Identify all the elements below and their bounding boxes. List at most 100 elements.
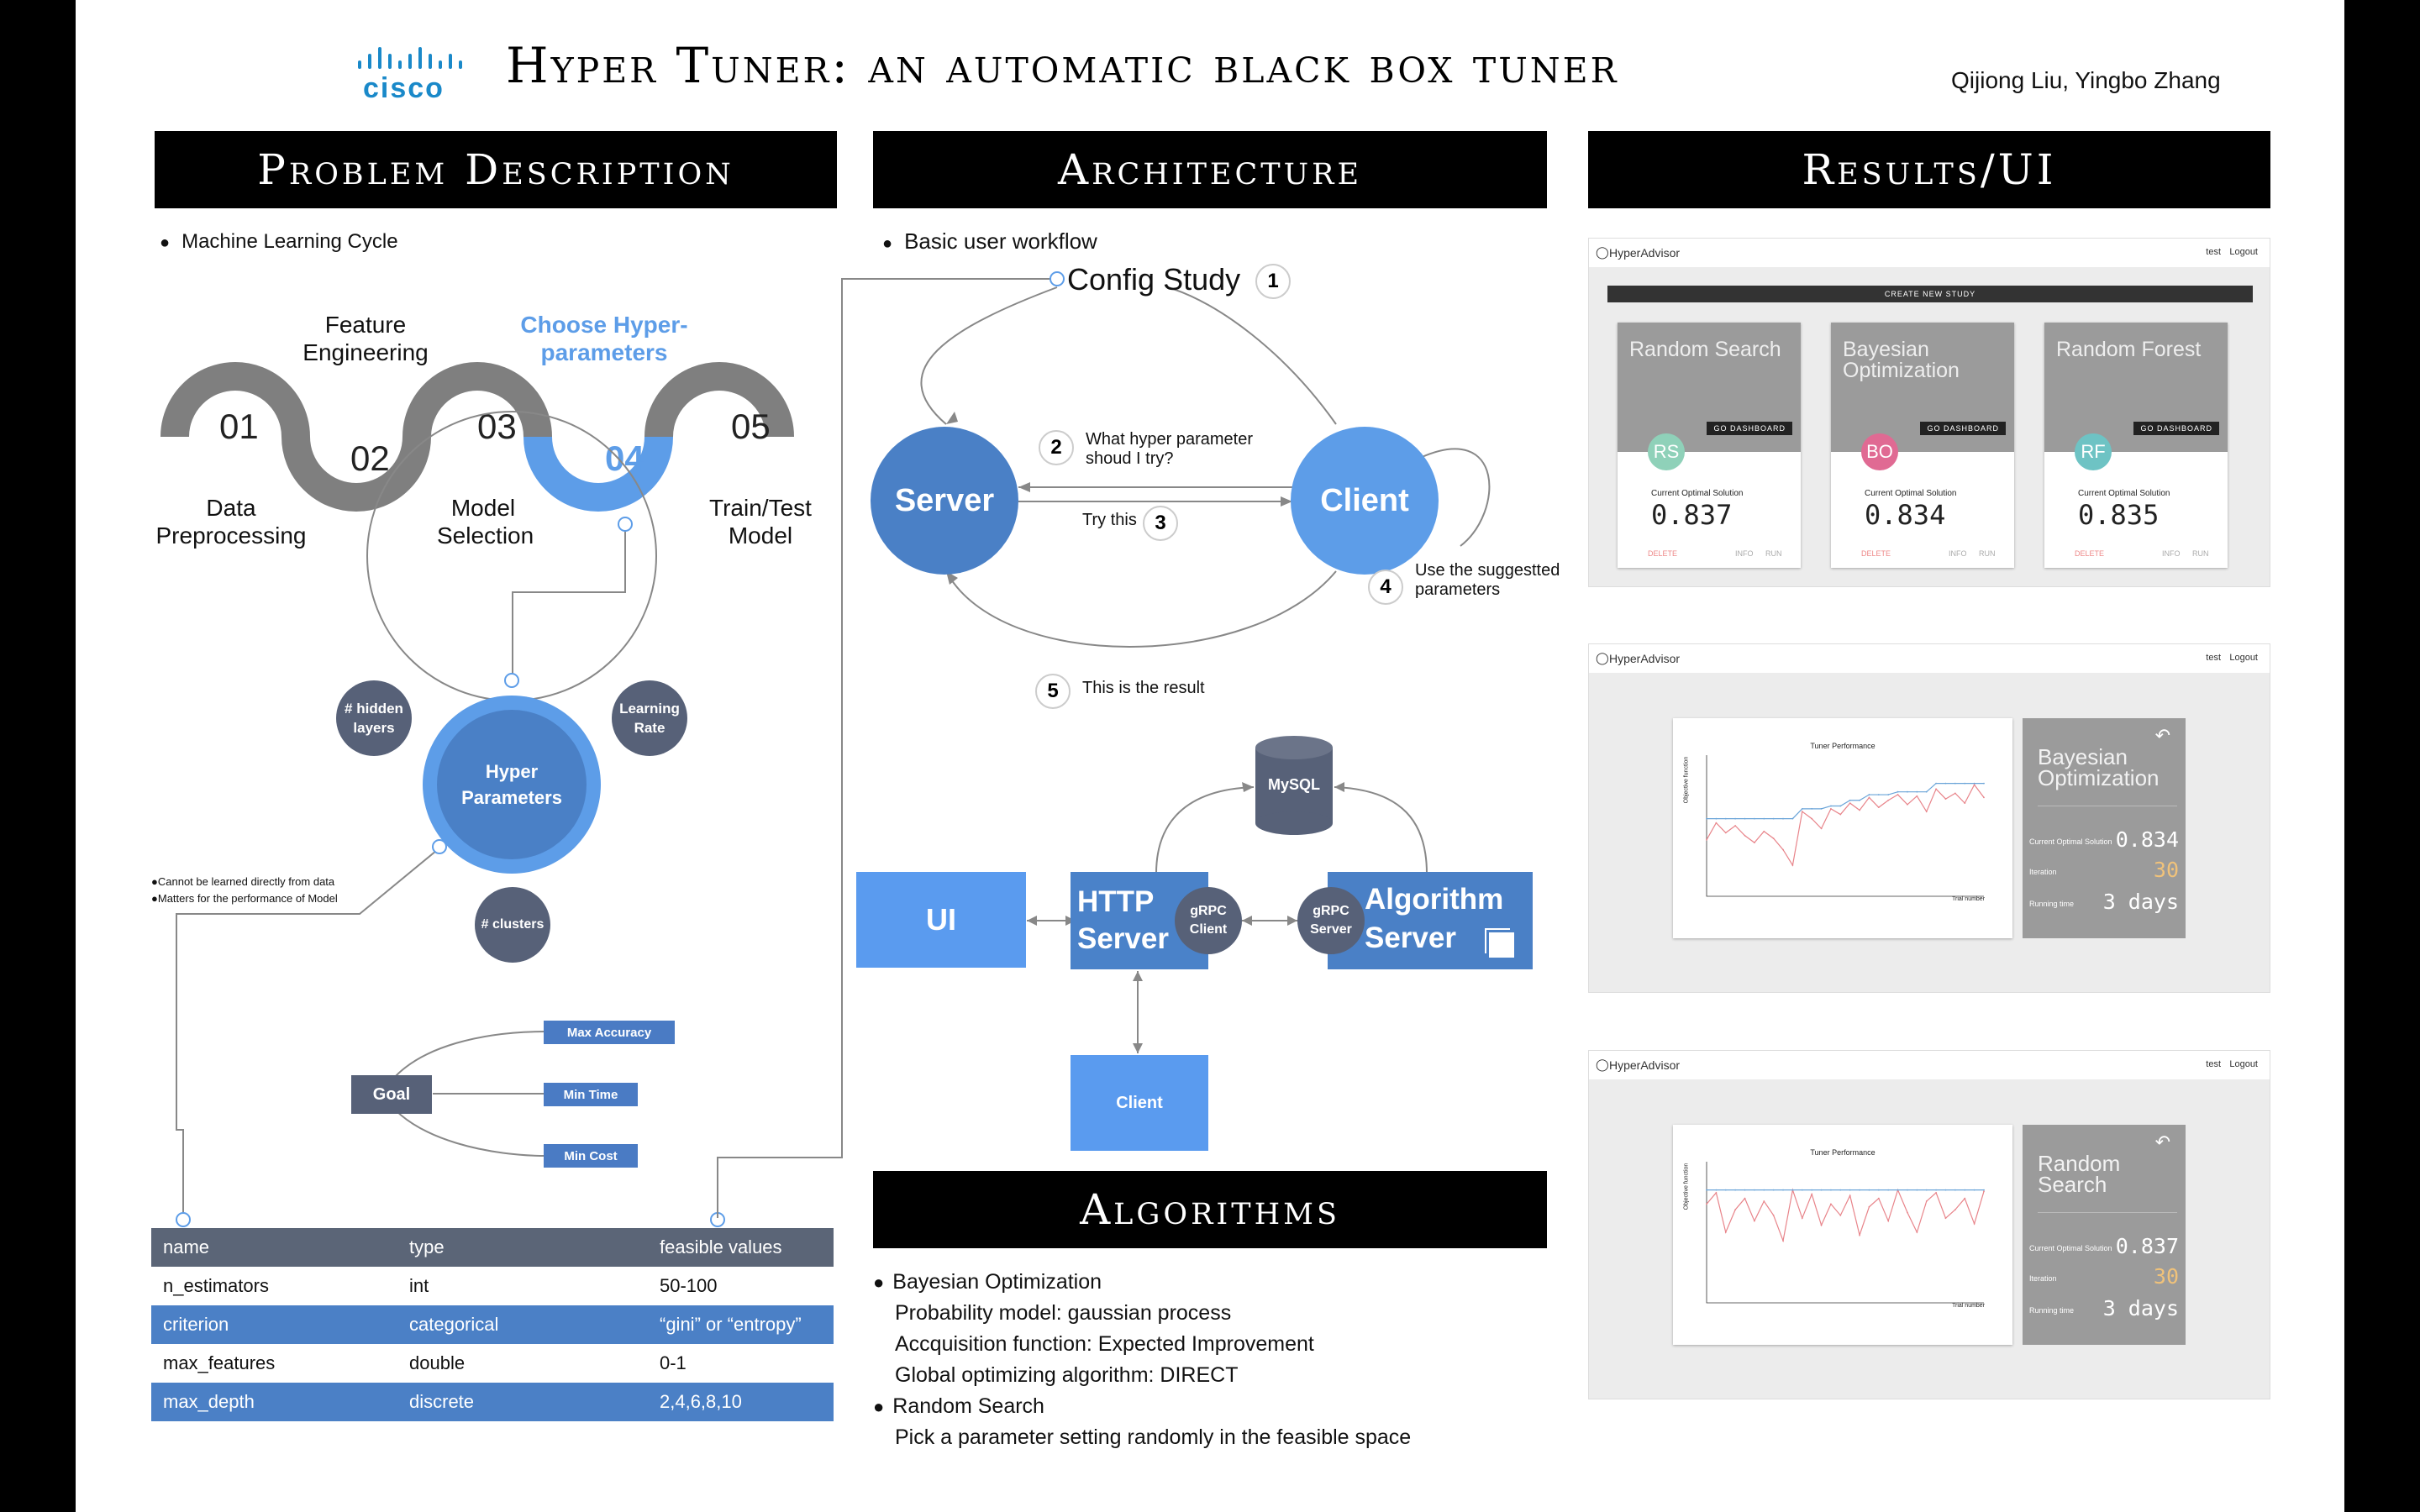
delete-button[interactable]: DELETE — [1648, 549, 1678, 558]
chart-point — [1715, 822, 1718, 824]
table-cell: discrete — [409, 1391, 475, 1412]
table-header-row: name type feasible values — [151, 1228, 834, 1267]
step-04-label: Choose Hyper-parameters — [520, 312, 688, 365]
chart-point — [1877, 806, 1880, 809]
tuner-performance-plot: Tuner Performance Objective function Tri… — [1673, 1125, 2012, 1345]
chart-point — [1753, 817, 1755, 820]
chart-point — [1830, 1189, 1832, 1191]
back-arrow-icon[interactable]: ↶ — [2154, 725, 2170, 746]
app-brand: HyperAdvisor — [1609, 246, 1681, 260]
goal-box: Goal — [351, 1075, 432, 1114]
chart-point — [1734, 1209, 1737, 1211]
study-card-title: Random Search — [1629, 338, 1781, 361]
chart-point — [1983, 782, 1985, 785]
chart-point — [1944, 1217, 1947, 1220]
chart-point — [1935, 788, 1938, 790]
chart-series-line-0 — [1706, 784, 1985, 867]
nav-logout[interactable]: Logout — [2229, 247, 2258, 257]
chart-point — [1753, 1220, 1755, 1222]
table-cell: criterion — [163, 1314, 229, 1335]
grpc-server-node: gRPC Server — [1297, 887, 1365, 954]
server-node: Server — [871, 427, 1018, 575]
algorithm-line: Probability model: gaussian process — [895, 1301, 1232, 1325]
back-arrow-icon[interactable]: ↶ — [2154, 1131, 2170, 1152]
chart-point — [1830, 805, 1832, 807]
study-card-random-search[interactable]: Random Search GO DASHBOARD RS Current Op… — [1618, 323, 1801, 568]
table-cell: max_features — [163, 1352, 276, 1373]
lightbulb-icon: ◯ — [1596, 1058, 1609, 1071]
nav-user[interactable]: test — [2206, 1059, 2221, 1069]
chart-point — [1907, 1189, 1908, 1191]
algorithm-title: ●Bayesian Optimization — [873, 1270, 1102, 1294]
chart-point — [1830, 807, 1832, 810]
chart-point — [1859, 1189, 1860, 1191]
nav-logout[interactable]: Logout — [2229, 1059, 2258, 1069]
table-header-type: type — [409, 1236, 445, 1257]
table-cell: 0-1 — [660, 1352, 687, 1373]
table-cell: 2,4,6,8,10 — [660, 1391, 742, 1412]
create-study-button[interactable]: CREATE NEW STUDY — [1607, 286, 2253, 302]
chart-point — [1811, 1189, 1813, 1191]
delete-button[interactable]: DELETE — [1861, 549, 1891, 558]
run-button[interactable]: RUN — [1979, 549, 1996, 558]
nav-user[interactable]: test — [2206, 653, 2221, 663]
delete-button[interactable]: DELETE — [2075, 549, 2105, 558]
satellite-clusters: # clusters — [475, 887, 550, 963]
info-button[interactable]: INFO — [1949, 549, 1967, 558]
nav-logout[interactable]: Logout — [2229, 653, 2258, 663]
chart-point — [1907, 803, 1908, 806]
go-dashboard-button[interactable]: GO DASHBOARD — [1707, 422, 1792, 435]
chart-point — [1944, 782, 1947, 785]
algorithm-line: Pick a parameter setting randomly in the… — [895, 1425, 1412, 1449]
chart-point — [1744, 817, 1746, 820]
goal-max-accuracy: Max Accuracy — [544, 1021, 675, 1044]
chart-point — [1791, 1189, 1794, 1191]
chart-point — [1907, 1211, 1908, 1214]
step-01-number: 01 — [219, 407, 259, 446]
run-button[interactable]: RUN — [1765, 549, 1782, 558]
chart-point — [1868, 794, 1870, 795]
study-card-bayesian[interactable]: Bayesian Optimization GO DASHBOARD BO Cu… — [1831, 323, 2014, 568]
plot-xlabel: Trial number — [1952, 1303, 1986, 1309]
chart-point — [1782, 817, 1784, 820]
detail-running-label: Running time — [2029, 1306, 2075, 1315]
chart-point — [1772, 1214, 1775, 1216]
chart-point — [1925, 811, 1928, 813]
chart-point — [1839, 1189, 1842, 1191]
chart-point — [1954, 782, 1956, 785]
chart-point — [1935, 1189, 1938, 1191]
info-button[interactable]: INFO — [1735, 549, 1754, 558]
poster-title: Hyper Tuner: an automatic black box tune… — [506, 37, 1619, 94]
chart-point — [1925, 790, 1928, 793]
chart-point — [1744, 834, 1746, 837]
optimal-solution-label: Current Optimal Solution — [1651, 489, 1744, 498]
chart-point — [1897, 1189, 1899, 1191]
table-cell: double — [409, 1352, 466, 1373]
chart-point — [1820, 1189, 1823, 1191]
results-header: Results/UI — [1588, 131, 2270, 208]
tuner-performance-plot: Tuner Performance Objective function Tri… — [1673, 718, 2012, 938]
study-card-random-forest[interactable]: Random Forest GO DASHBOARD RF Current Op… — [2044, 323, 2228, 568]
info-button[interactable]: INFO — [2162, 549, 2181, 558]
table-cell: 50-100 — [660, 1275, 718, 1296]
algorithm-server-box: Algorithm Server — [1328, 872, 1533, 969]
mysql-label: MySQL — [1267, 776, 1320, 793]
run-button[interactable]: RUN — [2192, 549, 2209, 558]
nav-user[interactable]: test — [2206, 247, 2221, 257]
note-2: ●Matters for the performance of Model — [151, 892, 338, 905]
chart-point — [1944, 798, 1947, 800]
chart-point — [1811, 807, 1813, 810]
chart-point — [1772, 837, 1775, 840]
table-row: n_estimators int 50-100 — [151, 1267, 834, 1305]
satellite-hidden-layers: # hidden layers — [336, 680, 412, 756]
copy-icon — [1489, 932, 1514, 958]
problem-header: Problem Description — [155, 131, 837, 208]
dashboard-screenshot: ◯ HyperAdvisor test Logout CREATE NEW ST… — [1588, 238, 2270, 587]
detail-solution-label: Current Optimal Solution — [2029, 1244, 2112, 1252]
go-dashboard-button[interactable]: GO DASHBOARD — [2133, 422, 2219, 435]
chart-point — [1868, 796, 1870, 799]
chart-point — [1944, 1189, 1947, 1191]
go-dashboard-button[interactable]: GO DASHBOARD — [1920, 422, 2006, 435]
tuner-performance-chart — [1706, 755, 1985, 897]
algorithm-line: Accquisition function: Expected Improvem… — [895, 1332, 1314, 1356]
